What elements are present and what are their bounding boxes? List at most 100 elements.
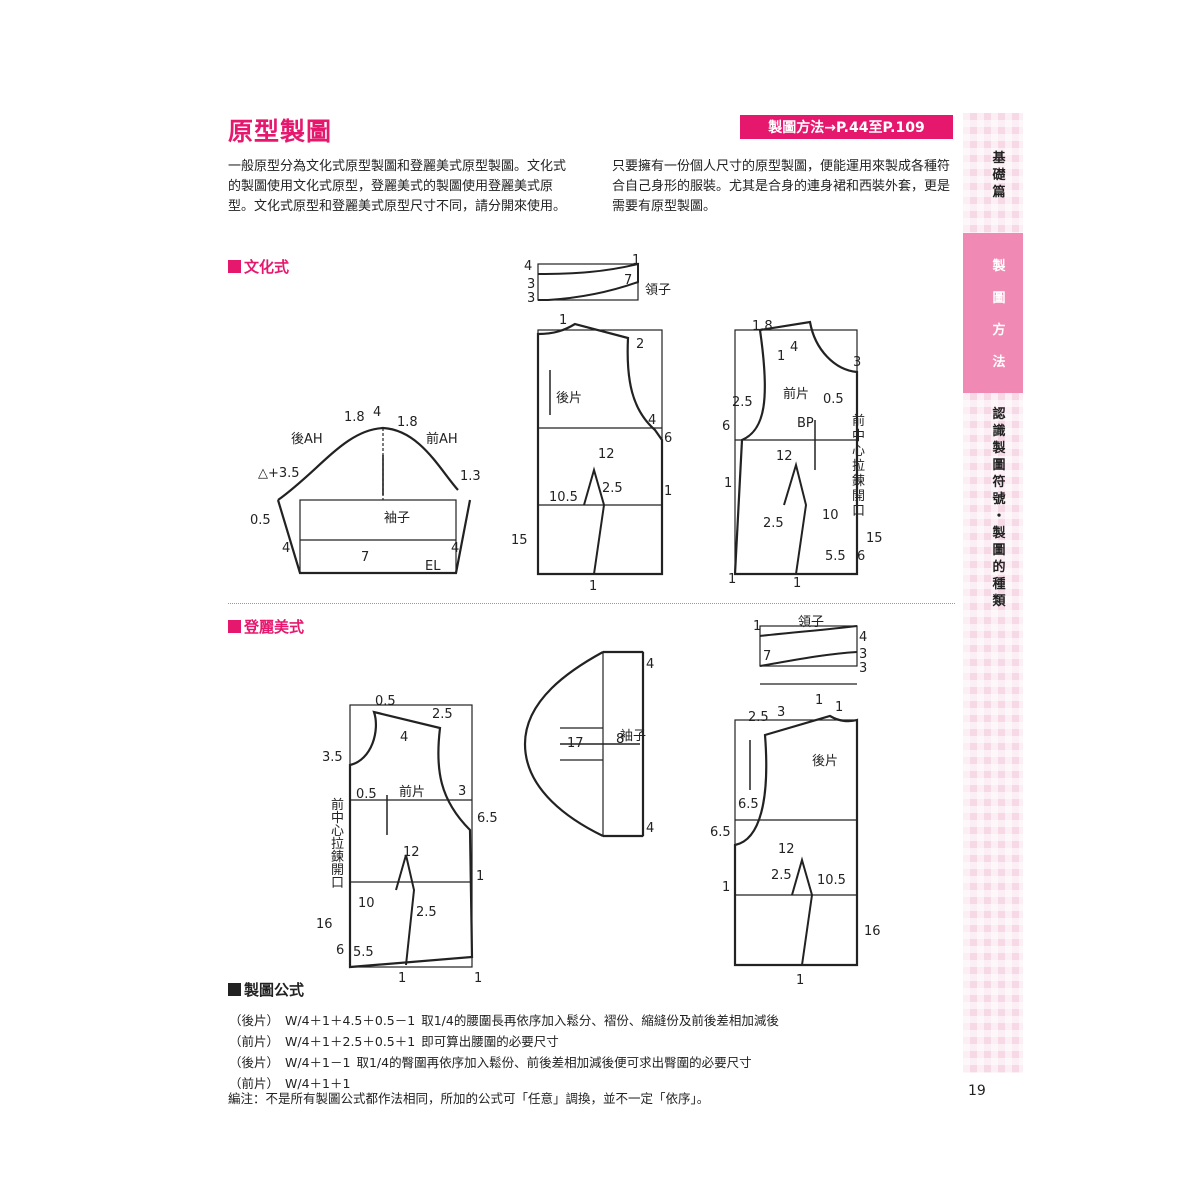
svg-text:3.5: 3.5 bbox=[322, 750, 343, 765]
sidebar-method: 製 圖 方 法 bbox=[976, 258, 1022, 371]
svg-text:16: 16 bbox=[316, 917, 333, 932]
dorreme-collar-draft bbox=[759, 625, 858, 685]
sidebar-char: 礎 bbox=[992, 168, 1006, 183]
svg-text:6.5: 6.5 bbox=[477, 811, 498, 826]
svg-text:0.5: 0.5 bbox=[375, 694, 396, 709]
svg-text:3: 3 bbox=[527, 277, 535, 292]
sidebar-char: 製 bbox=[992, 526, 1006, 541]
svg-text:7: 7 bbox=[361, 550, 369, 565]
svg-text:6: 6 bbox=[336, 943, 344, 958]
svg-text:4: 4 bbox=[646, 657, 654, 672]
sidebar-basic: 基 礎 篇 bbox=[976, 150, 1022, 201]
section-dorreme-label: 登麗美式 bbox=[244, 618, 305, 636]
svg-text:0.5: 0.5 bbox=[823, 392, 844, 407]
svg-text:1.8: 1.8 bbox=[397, 415, 418, 430]
formula-note: 取1/4的腰圍長再依序加入鬆分、褶份、縮縫份及前後差相加減後 bbox=[421, 1013, 779, 1028]
svg-text:3: 3 bbox=[859, 661, 867, 676]
svg-text:2.5: 2.5 bbox=[432, 707, 453, 722]
svg-text:2: 2 bbox=[636, 337, 644, 352]
svg-text:15: 15 bbox=[511, 533, 528, 548]
sidebar-char: 種 bbox=[992, 577, 1006, 592]
bunka-front-ah-label: 前AH bbox=[426, 431, 458, 447]
sidebar-char: 法 bbox=[992, 355, 1006, 370]
sidebar-char: 符 bbox=[992, 475, 1006, 490]
svg-text:10.5: 10.5 bbox=[817, 873, 846, 888]
sidebar-char: 號 bbox=[992, 492, 1006, 507]
svg-text:10: 10 bbox=[822, 508, 839, 523]
bunka-front-draft bbox=[733, 320, 859, 576]
svg-text:10: 10 bbox=[358, 896, 375, 911]
svg-text:1: 1 bbox=[724, 476, 732, 491]
svg-text:4: 4 bbox=[646, 821, 654, 836]
bunka-front-label: 前片 bbox=[783, 386, 809, 402]
dorreme-front-label: 前片 bbox=[399, 784, 425, 800]
sidebar-char: 製 bbox=[992, 259, 1006, 274]
bunka-back-draft bbox=[536, 322, 664, 576]
section-divider bbox=[228, 603, 955, 604]
formula-expr: W/4＋1＋4.5＋0.5－1 bbox=[285, 1013, 416, 1028]
sidebar-char: 圖 bbox=[992, 543, 1006, 558]
svg-text:4: 4 bbox=[648, 413, 656, 428]
svg-text:3: 3 bbox=[853, 355, 861, 370]
svg-text:2.5: 2.5 bbox=[763, 516, 784, 531]
svg-text:17: 17 bbox=[567, 736, 584, 751]
formula-row: （前片） W/4＋1＋1 bbox=[229, 1073, 779, 1094]
sidebar-char: 認 bbox=[992, 407, 1006, 422]
svg-text:1: 1 bbox=[753, 619, 761, 634]
svg-text:2.5: 2.5 bbox=[748, 710, 769, 725]
page-number: 19 bbox=[968, 1083, 986, 1099]
svg-text:3: 3 bbox=[859, 647, 867, 662]
svg-text:7: 7 bbox=[624, 273, 632, 288]
bunka-sleeve-draft bbox=[276, 426, 472, 575]
svg-text:3: 3 bbox=[777, 705, 785, 720]
section-marker bbox=[228, 260, 241, 273]
dorreme-front-draft bbox=[348, 704, 474, 969]
sidebar-char: 篇 bbox=[992, 185, 1006, 200]
formula-row: （後片） W/4＋1＋4.5＋0.5－1 取1/4的腰圍長再依序加入鬆分、褶份、… bbox=[229, 1010, 779, 1031]
sidebar-active-section bbox=[963, 233, 1023, 393]
svg-text:1: 1 bbox=[728, 572, 736, 587]
svg-text:1: 1 bbox=[632, 253, 640, 268]
svg-text:6: 6 bbox=[857, 549, 865, 564]
section-formula-label: 製圖公式 bbox=[244, 981, 305, 999]
svg-text:5.5: 5.5 bbox=[825, 549, 846, 564]
sidebar-char: 識 bbox=[992, 424, 1006, 439]
bunka-back-label: 後片 bbox=[556, 391, 582, 406]
bunka-collar-draft bbox=[537, 263, 639, 301]
svg-text:4: 4 bbox=[451, 541, 459, 556]
svg-text:3: 3 bbox=[458, 784, 466, 799]
svg-text:2.5: 2.5 bbox=[771, 868, 792, 883]
svg-text:7: 7 bbox=[763, 649, 771, 664]
svg-text:4: 4 bbox=[790, 340, 798, 355]
formula-expr: W/4＋1－1 bbox=[285, 1055, 351, 1070]
svg-text:10.5: 10.5 bbox=[549, 490, 578, 505]
formula-row: （前片） W/4＋1＋2.5＋0.5＋1 即可算出腰圍的必要尺寸 bbox=[229, 1031, 779, 1052]
svg-text:1: 1 bbox=[796, 973, 804, 988]
svg-text:5.5: 5.5 bbox=[353, 945, 374, 960]
svg-text:1: 1 bbox=[398, 971, 406, 986]
formula-part: （後片） bbox=[229, 1013, 280, 1028]
svg-text:4: 4 bbox=[373, 405, 381, 420]
svg-text:1.8: 1.8 bbox=[344, 410, 365, 425]
formula-block: （後片） W/4＋1＋4.5＋0.5－1 取1/4的腰圍長再依序加入鬆分、褶份、… bbox=[229, 1010, 779, 1094]
sidebar-char: 製 bbox=[992, 441, 1006, 456]
svg-text:12: 12 bbox=[598, 447, 615, 462]
bunka-back-ah-label: 後AH bbox=[291, 432, 323, 447]
formula-note: 取1/4的臀圍再依序加入鬆份、前後差相加減後便可求出臀圍的必要尺寸 bbox=[356, 1055, 752, 1070]
svg-text:1: 1 bbox=[815, 693, 823, 708]
svg-text:1.3: 1.3 bbox=[460, 469, 481, 484]
svg-text:15: 15 bbox=[866, 531, 883, 546]
reference-tag: 製圖方法→P.44至P.109 bbox=[740, 115, 953, 139]
svg-text:1: 1 bbox=[589, 579, 597, 594]
formula-note: 即可算出腰圍的必要尺寸 bbox=[421, 1034, 559, 1049]
svg-text:1: 1 bbox=[835, 700, 843, 715]
formula-expr: W/4＋1＋2.5＋0.5＋1 bbox=[285, 1034, 416, 1049]
svg-text:1: 1 bbox=[664, 484, 672, 499]
svg-text:1: 1 bbox=[559, 313, 567, 328]
bunka-el-label: EL bbox=[425, 559, 441, 574]
svg-text:8: 8 bbox=[616, 732, 624, 747]
svg-text:0.5: 0.5 bbox=[356, 787, 377, 802]
section-marker bbox=[228, 620, 241, 633]
svg-text:2.5: 2.5 bbox=[732, 395, 753, 410]
